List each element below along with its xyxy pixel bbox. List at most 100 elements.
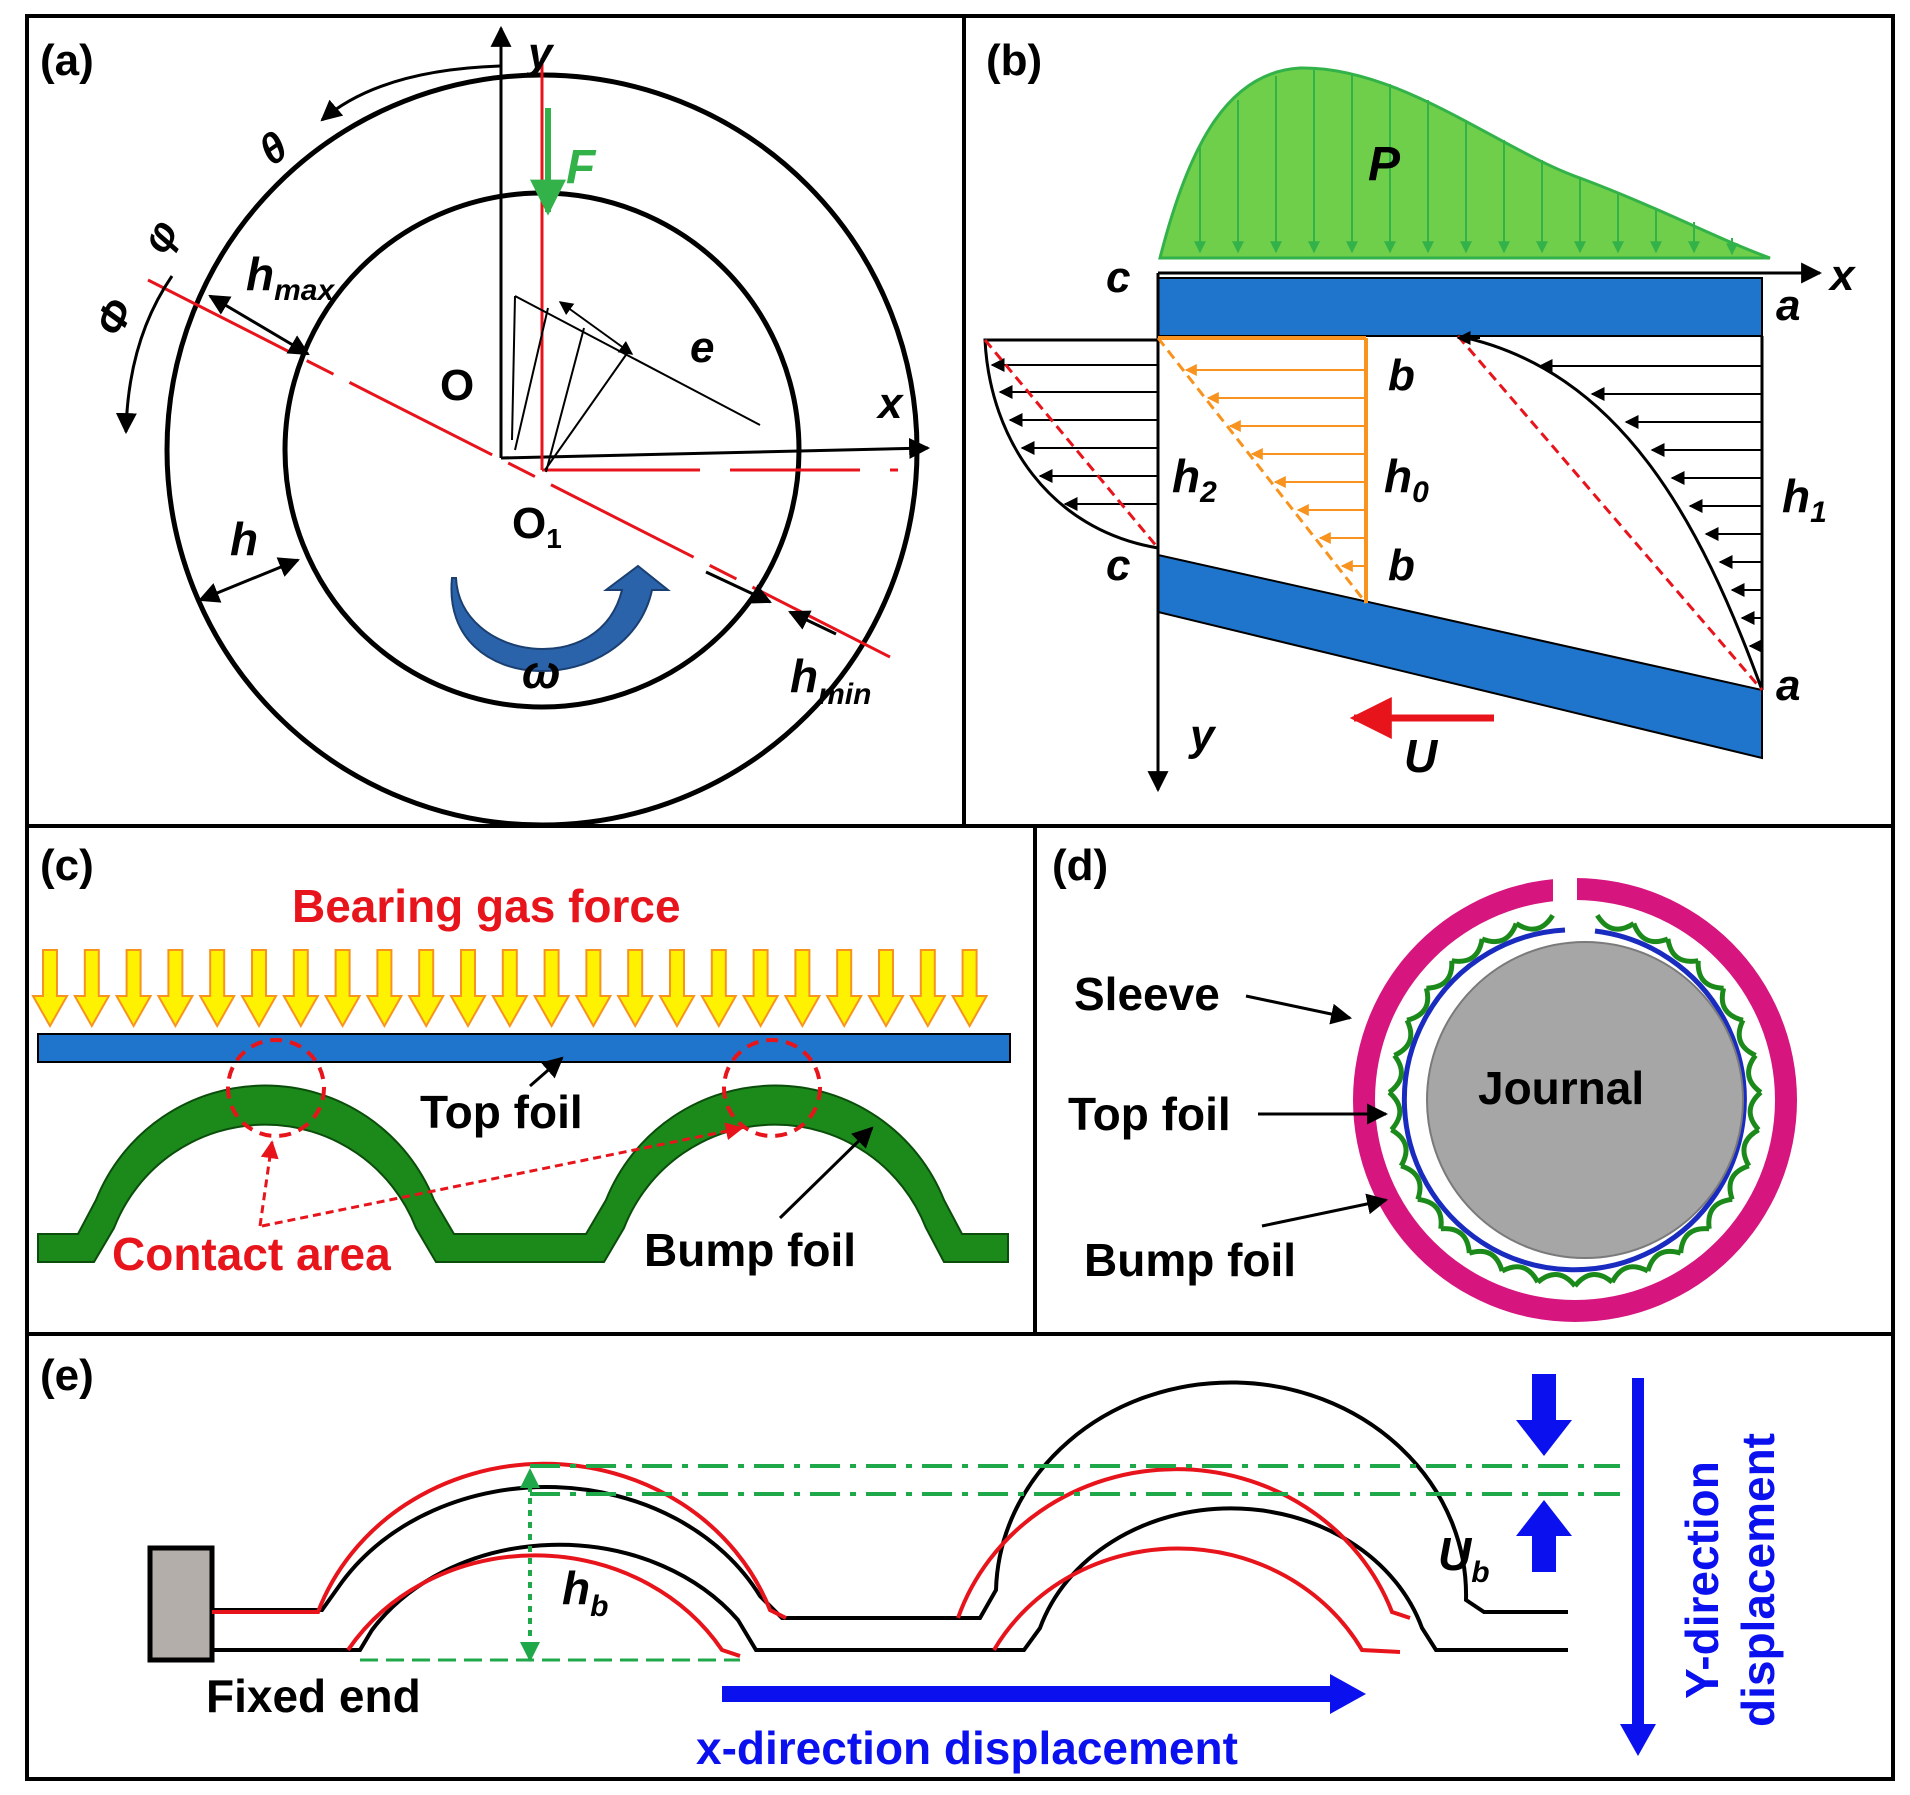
h-min-label: hmin	[790, 650, 871, 711]
bump-foil-pointer	[778, 1126, 874, 1220]
e-dimension-arrow	[558, 301, 634, 355]
sleeve-label: Sleeve	[1074, 968, 1220, 1020]
y-displacement-label-line1: Y-direction	[1676, 1461, 1728, 1699]
h0-dashed-diagonal	[1156, 337, 1368, 604]
sleeve-pointer	[1245, 994, 1353, 1025]
gas-force-arrow	[574, 949, 613, 1029]
gas-force-arrow	[700, 949, 738, 1029]
bump-segment	[1595, 913, 1636, 932]
e-parallel-top	[514, 295, 761, 426]
panel-b-tag: (b)	[986, 36, 1042, 85]
bump-segment	[1746, 1053, 1763, 1095]
bump-segment	[1631, 922, 1669, 945]
gas-force-arrows	[31, 949, 989, 1029]
bump-segment	[1426, 960, 1455, 991]
bump-segment	[1387, 1053, 1404, 1095]
journal-disc	[1426, 941, 1744, 1259]
e-left-4	[544, 351, 629, 471]
bump-segment	[1719, 987, 1744, 1023]
bump-original-outer	[212, 1380, 1568, 1620]
phi-arc-arrow	[115, 275, 174, 435]
e-left-1	[511, 295, 516, 441]
O1-sub: 1	[546, 523, 562, 554]
h2-linear-dashed	[983, 339, 1160, 549]
bump-segment	[1747, 1090, 1763, 1132]
bump-segment	[1665, 938, 1699, 964]
h2-arrows	[990, 358, 1158, 511]
bump-segment	[1468, 1248, 1505, 1272]
h-max-base: h	[246, 248, 274, 300]
bump-segment	[1706, 1196, 1733, 1230]
ub-down-arrow	[1516, 1374, 1572, 1456]
fixed-end-block	[147, 1545, 215, 1663]
h1-arrows	[1538, 359, 1763, 653]
h-min-arrow-bottom	[788, 610, 837, 636]
b-bottom-label: b	[1388, 541, 1415, 590]
gas-force-arrow	[114, 949, 153, 1029]
x-displacement-label: x-direction displacement	[696, 1722, 1238, 1774]
gas-force-arrow	[365, 949, 404, 1029]
journal-label: Journal	[1478, 1062, 1644, 1114]
y-displacement-label-group: Y-direction displacement	[1676, 1433, 1784, 1727]
h1-label: h1	[1782, 470, 1827, 529]
panel-a-tag: (a)	[40, 36, 94, 85]
gas-force-arrow	[950, 949, 989, 1029]
c-top-label: c	[1106, 253, 1130, 302]
h2-label: h2	[1172, 450, 1217, 509]
a-top-label: a	[1776, 281, 1800, 330]
e-label: e	[690, 323, 714, 372]
h1-linear-dashed	[1456, 335, 1764, 691]
bump-segment	[1406, 987, 1431, 1023]
bump-segment	[1500, 1264, 1541, 1284]
O-label: O	[440, 361, 474, 410]
gas-force-arrow	[658, 949, 696, 1029]
y-displacement-arrow	[1620, 1378, 1656, 1756]
c-top-foil-label: Top foil	[420, 1086, 583, 1138]
bump-deformed-inner-1	[346, 1553, 741, 1658]
bearing-gas-force-label: Bearing gas force	[292, 880, 681, 932]
h1-velocity-profile	[1457, 334, 1764, 691]
panel-d: (d) Journal Sleeve Top foil Bump foil	[1052, 841, 1797, 1322]
bump-segment	[1400, 1163, 1423, 1201]
P-label: P	[1368, 138, 1401, 191]
ub-base: U	[1438, 1528, 1473, 1580]
O1-label: O1	[512, 499, 562, 554]
h-arrow	[198, 557, 300, 603]
h1-base: h	[1782, 470, 1810, 522]
panel-a: (a) F y x θ φ Φ hmax	[40, 25, 931, 828]
panel-d-tag: (d)	[1052, 841, 1108, 890]
a-x-axis	[500, 437, 931, 460]
y-displacement-label-line2: displacement	[1732, 1433, 1784, 1727]
gas-force-arrow	[491, 949, 529, 1029]
bump-segment	[1727, 1163, 1750, 1201]
b-top-label: b	[1388, 351, 1415, 400]
gas-force-arrow	[532, 949, 571, 1029]
theta-arc-arrow	[320, 64, 501, 122]
h-max-arrow	[208, 294, 310, 356]
contact-circle-right	[722, 1038, 822, 1138]
bump-foil-shape	[37, 1084, 1009, 1263]
bump-segment	[1387, 1090, 1403, 1132]
U-label: U	[1404, 730, 1439, 782]
gas-force-arrow	[31, 949, 69, 1029]
gas-force-arrow	[323, 949, 362, 1029]
gas-force-arrow	[240, 949, 278, 1029]
bump-original-inner	[212, 1506, 1568, 1652]
ub-label: Ub	[1438, 1528, 1490, 1589]
a-bottom-label: a	[1776, 661, 1800, 710]
h2-velocity-profile	[983, 338, 1159, 550]
gas-force-arrow	[282, 949, 320, 1029]
h0-arrows	[1184, 364, 1366, 572]
h2-base: h	[1172, 450, 1200, 502]
hb-base: h	[562, 1562, 590, 1614]
e-left-3	[545, 327, 585, 473]
gas-force-arrow	[783, 949, 822, 1029]
fixed-end-label: Fixed end	[206, 1670, 421, 1722]
c-bottom-label: c	[1106, 541, 1130, 590]
ub-up-arrow	[1516, 1500, 1572, 1572]
contact-area-label: Contact area	[112, 1228, 391, 1280]
pressure-arrows	[1194, 70, 1738, 256]
ub-sub: b	[1471, 1556, 1489, 1589]
x-displacement-arrow	[722, 1674, 1366, 1714]
eccentricity-lines	[511, 295, 761, 473]
